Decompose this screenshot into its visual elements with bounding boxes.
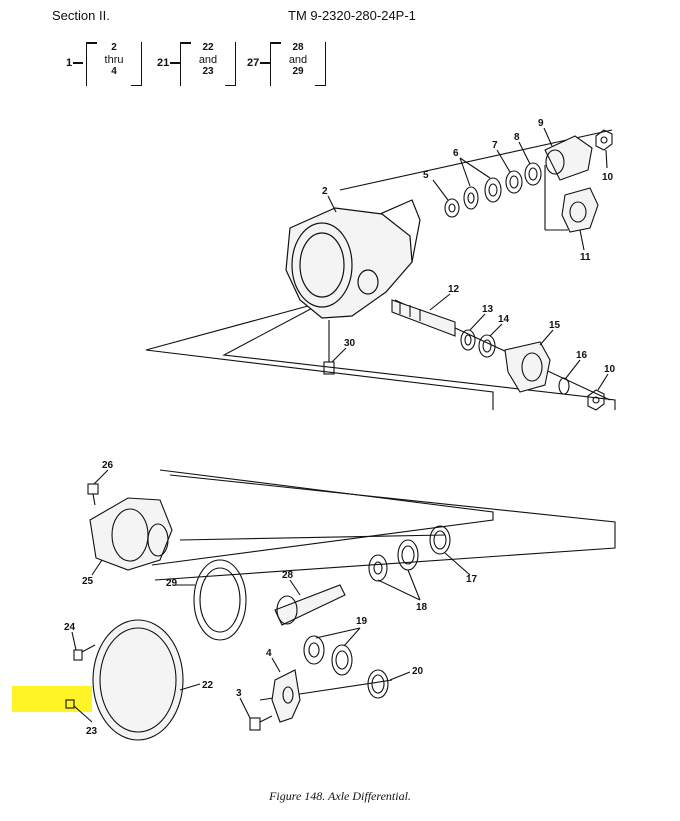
ref-box-line: 28 xyxy=(292,42,304,53)
flow-line xyxy=(145,299,494,410)
callout-4: 4 xyxy=(266,648,272,659)
flow-line xyxy=(154,474,616,581)
pinion-shaft-12 xyxy=(391,299,456,337)
plug-23 xyxy=(65,699,75,709)
ref-box-lead-1: 1 xyxy=(66,57,84,69)
pinion-seal-5 xyxy=(444,198,460,218)
figure-caption: Figure 148. Axle Differential. xyxy=(269,789,411,803)
ref-box-line: 29 xyxy=(292,66,304,77)
flow-line xyxy=(151,469,494,566)
callout-23: 23 xyxy=(86,726,98,737)
flange-15 xyxy=(504,341,551,393)
differential-case-25 xyxy=(89,497,173,571)
callout-25: 25 xyxy=(82,576,94,587)
callout-2: 2 xyxy=(322,186,328,197)
yellow-highlight xyxy=(12,686,92,712)
tm-number: TM 9-2320-280-24P-1 xyxy=(288,8,416,23)
differential-housing xyxy=(285,199,421,319)
callout-15: 15 xyxy=(549,320,561,331)
bearing-19a xyxy=(303,635,325,665)
callout-28: 28 xyxy=(282,570,294,581)
seal-7 xyxy=(505,170,523,194)
bearing-6a xyxy=(463,186,479,210)
bolt-26 xyxy=(87,483,99,506)
ref-box-line: and xyxy=(198,54,218,66)
callout-9: 9 xyxy=(538,118,544,129)
bearing-14 xyxy=(478,334,496,358)
callout-24: 24 xyxy=(64,622,76,633)
callout-10a: 10 xyxy=(602,172,614,183)
plug-30 xyxy=(323,320,335,375)
seal-17 xyxy=(429,525,451,555)
callout-18: 18 xyxy=(416,602,428,613)
callout-26: 26 xyxy=(102,460,114,471)
callout-10b: 10 xyxy=(604,364,616,375)
callout-6: 6 xyxy=(453,148,459,159)
nut-10b xyxy=(587,389,605,411)
callout-7: 7 xyxy=(492,140,498,151)
bolt-3 xyxy=(249,715,273,731)
callout-29: 29 xyxy=(166,578,178,589)
ring-gear-29 xyxy=(193,559,247,641)
bearing-18a xyxy=(368,554,388,582)
ref-box-line: 22 xyxy=(202,42,214,53)
callout-11: 11 xyxy=(580,252,591,263)
callout-17: 17 xyxy=(466,574,478,585)
ref-box-line: 4 xyxy=(111,66,117,77)
flange-9 xyxy=(544,135,593,181)
washer-16 xyxy=(558,377,570,395)
axis-line xyxy=(179,534,446,541)
ref-box-lead-2: 21 xyxy=(157,57,181,69)
ref-box-1: 2 thru 4 xyxy=(86,42,142,86)
seal-8 xyxy=(524,162,542,186)
yoke-11 xyxy=(561,187,599,233)
ref-box-2: 22 and 23 xyxy=(180,42,236,86)
callout-30: 30 xyxy=(344,338,356,349)
ref-box-3: 28 and 29 xyxy=(270,42,326,86)
callout-22: 22 xyxy=(202,680,214,691)
bearing-6b xyxy=(484,177,502,203)
ref-box-line: 2 xyxy=(111,42,117,53)
callout-20: 20 xyxy=(412,666,424,677)
race-19b xyxy=(331,644,353,676)
ref-box-lead-3: 27 xyxy=(247,57,271,69)
callout-13: 13 xyxy=(482,304,494,315)
pinion-gear-28 xyxy=(274,584,346,626)
callout-14: 14 xyxy=(498,314,510,325)
callout-12: 12 xyxy=(448,284,460,295)
race-18b xyxy=(397,539,419,571)
ref-box-line: thru xyxy=(104,54,124,66)
bearing-13 xyxy=(460,329,476,351)
callout-5: 5 xyxy=(423,170,429,181)
bearing-cap-4 xyxy=(271,669,301,723)
seal-20 xyxy=(367,669,389,699)
ref-box-line: and xyxy=(288,54,308,66)
ref-box-line: 23 xyxy=(202,66,214,77)
flow-line xyxy=(222,303,616,410)
callout-3: 3 xyxy=(236,688,242,699)
bolt-24 xyxy=(73,644,96,661)
callout-19: 19 xyxy=(356,616,368,627)
cover-22 xyxy=(92,619,184,741)
callout-16: 16 xyxy=(576,350,588,361)
section-label: Section II. xyxy=(52,8,110,23)
nut-10a xyxy=(595,129,613,151)
callout-8: 8 xyxy=(514,132,520,143)
